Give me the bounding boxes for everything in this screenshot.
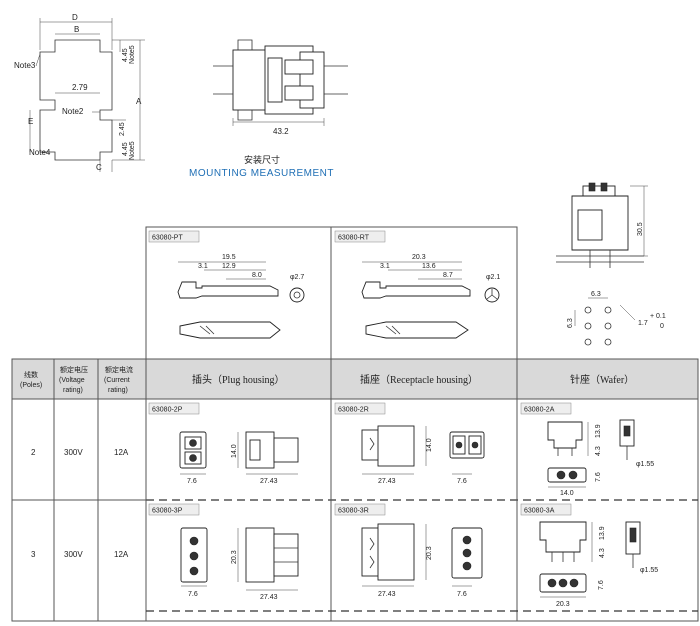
row2-waf-code: 63080-3A xyxy=(524,508,555,515)
rt-d-20-3: 20.3 xyxy=(412,254,426,261)
row2-waf-d4: φ1.55 xyxy=(640,567,658,574)
label-d: D xyxy=(72,13,78,22)
rt-d-13-6: 13.6 xyxy=(422,263,436,270)
row1-plug-code: 63080-2P xyxy=(152,407,183,414)
dim-2-45: 2.45 xyxy=(119,122,126,136)
row2-rec-code: 63080-3R xyxy=(338,508,369,515)
hdr-wafer: 针座（Wafer） xyxy=(570,373,634,386)
row1-waf-drawing: 13.9 4.3 φ1.55 7.6 14.0 xyxy=(547,419,654,497)
row1-plug-d2: 7.6 xyxy=(187,478,197,485)
row2-waf-d3: 7.6 xyxy=(598,580,605,590)
dim-4-45-bottom: 4.45 xyxy=(122,142,129,156)
note4: Note4 xyxy=(29,148,51,157)
hdr-receptacle: 插座（Receptacle housing） xyxy=(360,373,478,386)
terminal-box: 63080-PT 63080-RT 19.5 12.9 3.1 8.0 φ2.7… xyxy=(145,226,518,360)
pt-d-19-5: 19.5 xyxy=(222,254,236,261)
dim-6-3-h: 6.3 xyxy=(591,291,601,298)
label-a: A xyxy=(136,97,142,106)
dim-30-5: 30.5 xyxy=(637,222,644,236)
rt-d-3-1: 3.1 xyxy=(380,263,390,270)
hdr-poles-en: (Poles) xyxy=(20,382,42,389)
row1-rec-drawing: 14.0 27.43 7.6 xyxy=(361,425,485,485)
row1-waf-d1: 13.9 xyxy=(595,424,602,438)
row1-voltage: 300V xyxy=(64,448,83,457)
mounting-cutout: D B A 4.45 Note5 2.79 2.45 4.45 Note5 E … xyxy=(14,13,145,172)
row1-rec-d2: 27.43 xyxy=(378,478,396,485)
label-c: C xyxy=(96,163,102,172)
dim-6-3-v: 6.3 xyxy=(567,318,574,328)
label-b: B xyxy=(74,25,79,34)
pt-dia: φ2.7 xyxy=(290,274,304,281)
pt-code: 63080-PT xyxy=(152,235,183,242)
mounting-title-cn: 安装尺寸 xyxy=(244,154,280,165)
row2-plug-d3: 27.43 xyxy=(260,594,278,601)
row1-waf-d2: 4.3 xyxy=(595,446,602,456)
row1-plug-d1: 14.0 xyxy=(231,444,238,458)
row2-rec-d1: 20.3 xyxy=(426,546,433,560)
hdr-current-en1: (Current xyxy=(104,377,130,384)
dim-2-79: 2.79 xyxy=(72,83,88,92)
row1-plug-drawing: 7.6 14.0 27.43 xyxy=(179,431,299,485)
row2-waf-d5: 20.3 xyxy=(556,601,570,608)
dim-1-7: 1.7 xyxy=(638,320,648,327)
tol-plus: + 0.1 xyxy=(650,313,666,320)
hdr-voltage-en2: rating) xyxy=(63,387,83,394)
row1-rec-d1: 14.0 xyxy=(426,438,433,452)
row2-plug-d1: 20.3 xyxy=(231,550,238,564)
row2-rec-d3: 7.6 xyxy=(457,591,467,598)
row2-voltage: 300V xyxy=(64,550,83,559)
row2-plug-drawing: 7.6 20.3 27.43 xyxy=(180,527,299,601)
label-e: E xyxy=(28,117,33,126)
note3: Note3 xyxy=(14,61,36,70)
hdr-current-cn: 额定电流 xyxy=(105,365,133,374)
row1-poles: 2 xyxy=(31,448,36,457)
row1-rec-code: 63080-2R xyxy=(338,407,369,414)
row1-waf-code: 63080-2A xyxy=(524,407,555,414)
rt-terminal-drawing: 20.3 13.6 3.1 8.7 φ2.1 xyxy=(361,254,500,339)
row1-waf-d5: 14.0 xyxy=(560,490,574,497)
row2-waf-drawing: 13.9 4.3 φ1.55 7.6 20.3 xyxy=(539,521,658,608)
row1-rec-d3: 7.6 xyxy=(457,478,467,485)
hdr-voltage-en1: (Voltage xyxy=(59,377,85,384)
rt-dia: φ2.1 xyxy=(486,274,500,281)
mated-connector-drawing: 43.2 xyxy=(213,39,348,136)
mounting-title-en: MOUNTING MEASUREMENT xyxy=(189,168,334,179)
hdr-plug: 插头（Plug housing） xyxy=(192,373,285,386)
row1-waf-d4: φ1.55 xyxy=(636,461,654,468)
note5-bottom: Note5 xyxy=(129,141,136,160)
row2-plug-d2: 7.6 xyxy=(188,591,198,598)
row2-current: 12A xyxy=(114,550,129,559)
pt-d-8-0: 8.0 xyxy=(252,272,262,279)
row2-plug-code: 63080-3P xyxy=(152,508,183,515)
dim-4-45-top: 4.45 xyxy=(122,48,129,62)
pcb-hole-pattern: 6.3 6.3 1.7 + 0.1 0 xyxy=(567,291,666,346)
hdr-poles-cn: 线数 xyxy=(24,370,38,379)
row2-poles: 3 xyxy=(31,550,36,559)
rt-d-8-7: 8.7 xyxy=(443,272,453,279)
pt-d-12-9: 12.9 xyxy=(222,263,236,270)
pt-d-3-1: 3.1 xyxy=(198,263,208,270)
rt-code: 63080-RT xyxy=(338,235,370,242)
row1-current: 12A xyxy=(114,448,129,457)
wafer-side-view: 30.5 xyxy=(556,182,648,268)
pt-terminal-drawing: 19.5 12.9 3.1 8.0 φ2.7 xyxy=(177,254,305,339)
row1-plug-d3: 27.43 xyxy=(260,478,278,485)
row2-rec-drawing: 20.3 27.43 7.6 xyxy=(361,523,483,598)
row2-rec-d2: 27.43 xyxy=(378,591,396,598)
spec-table: 线数 (Poles) 额定电压 (Voltage rating) 额定电流 (C… xyxy=(11,358,699,622)
row2-waf-d1: 13.9 xyxy=(599,526,606,540)
hdr-voltage-cn: 额定电压 xyxy=(60,365,88,374)
hdr-current-en2: rating) xyxy=(108,387,128,394)
tol-minus: 0 xyxy=(660,323,664,330)
note2: Note2 xyxy=(62,107,84,116)
row1-waf-d3: 7.6 xyxy=(595,472,602,482)
dim-43-2: 43.2 xyxy=(273,127,289,136)
note5-top: Note5 xyxy=(129,45,136,64)
row2-waf-d2: 4.3 xyxy=(599,548,606,558)
